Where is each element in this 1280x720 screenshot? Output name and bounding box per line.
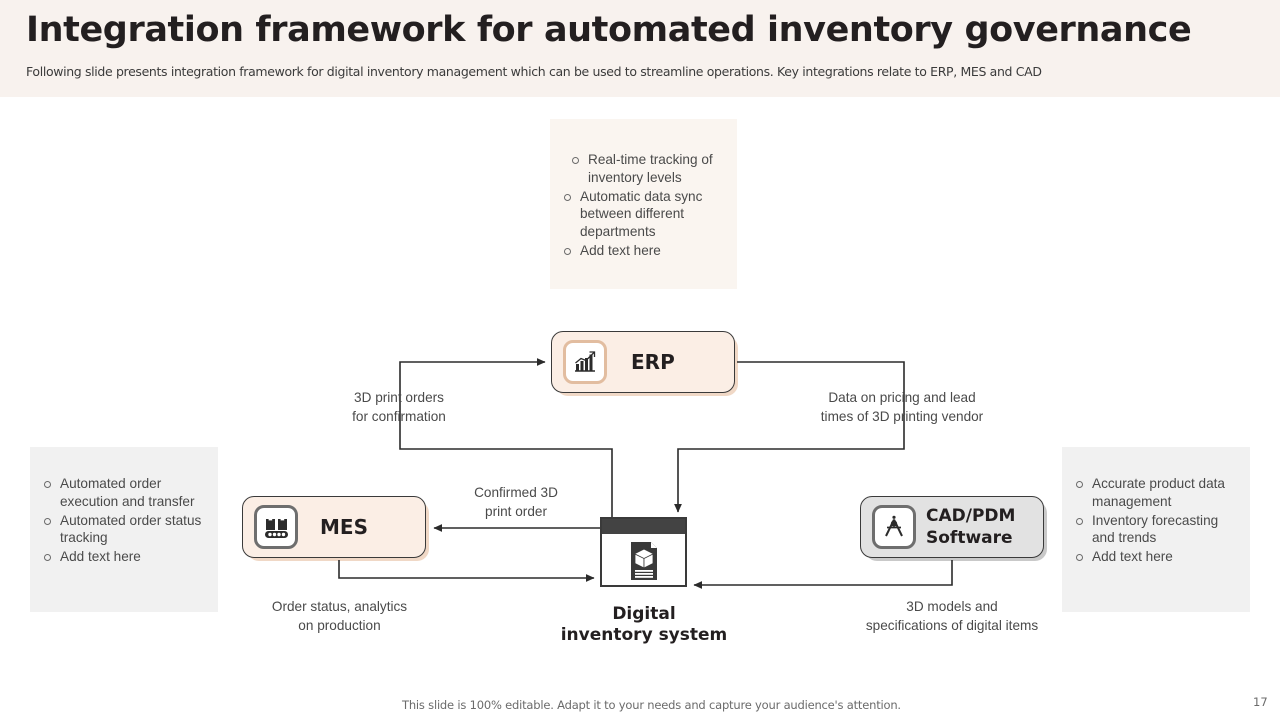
node-cad-label-line2: Software [926,528,1013,548]
edge-label-erp-to-digital: Data on pricing and lead times of 3D pri… [802,389,1002,426]
page-number: 17 [1253,695,1268,709]
node-erp-label: ERP [631,350,675,374]
list-item: Add text here [42,548,208,566]
package-document-window-icon [602,534,685,587]
edge-path-cad-to-digital [693,560,953,589]
edge-label-line1: Confirmed 3D [474,485,558,500]
node-erp[interactable]: ERP [551,331,738,396]
list-item: Automated order execution and transfer [42,475,208,511]
node-cad-label-line1: CAD/PDM [926,506,1016,526]
node-digital-label-line1: Digital [612,604,676,624]
list-item: Add text here [1074,548,1240,566]
panel-erp-benefits: Real-time tracking of inventory levels A… [550,119,737,289]
conveyor-boxes-icon [254,505,298,549]
edge-label-line2: for confirmation [352,408,446,424]
edge-label-mes-to-digital: Order status, analytics on production [247,598,432,635]
edge-label-mes-to-erp: 3D print orders for confirmation [309,389,489,426]
compass-divider-icon [872,505,916,549]
node-digital-label-line2: inventory system [560,625,728,645]
panel-cad-benefits-list: Accurate product data management Invento… [1062,447,1250,566]
edge-label-line1: Data on pricing and lead [828,390,976,405]
edge-path-erp-to-digital [674,361,905,513]
list-item: Accurate product data management [1074,475,1240,511]
node-mes[interactable]: MES [242,496,429,561]
page-title: Integration framework for automated inve… [26,10,1192,50]
node-digital-titlebar [602,519,685,534]
edge-label-line2: specifications of digital items [865,617,1039,633]
node-mes-label: MES [320,515,368,539]
list-item: Real-time tracking of inventory levels [562,151,723,187]
header-band: Integration framework for automated inve… [0,0,1280,97]
bar-chart-growth-icon [563,340,607,384]
edge-label-cad-to-digital: 3D models and specifications of digital … [845,598,1059,635]
edge-label-digital-to-mes: Confirmed 3D print order [446,484,586,521]
edge-label-line2: on production [298,617,381,633]
edge-label-line1: 3D print orders [354,390,444,405]
panel-cad-benefits: Accurate product data management Invento… [1062,447,1250,612]
edge-label-line2: times of 3D printing vendor [820,408,984,424]
edge-path-mes-to-digital [338,560,595,582]
node-digital-label: Digital inventory system [540,604,748,646]
panel-mes-benefits: Automated order execution and transfer A… [30,447,218,612]
node-cad-pdm[interactable]: CAD/PDM Software [860,496,1047,561]
edge-label-line1: Order status, analytics [271,599,408,614]
edge-label-line2: print order [485,503,547,519]
page-subtitle: Following slide presents integration fra… [26,64,1042,79]
footer-note: This slide is 100% editable. Adapt it to… [402,698,901,712]
node-cad-label: CAD/PDM Software [926,505,1015,549]
list-item: Add text here [562,242,723,260]
list-item: Automatic data sync between different de… [562,188,723,241]
list-item: Automated order status tracking [42,512,208,548]
list-item: Inventory forecasting and trends [1074,512,1240,548]
panel-mes-benefits-list: Automated order execution and transfer A… [30,447,218,566]
edge-path-mes-to-erp [399,358,613,517]
node-digital-inventory-system[interactable] [600,517,687,587]
panel-erp-benefits-list: Real-time tracking of inventory levels A… [550,119,737,260]
edge-label-line1: 3D models and [906,599,998,614]
